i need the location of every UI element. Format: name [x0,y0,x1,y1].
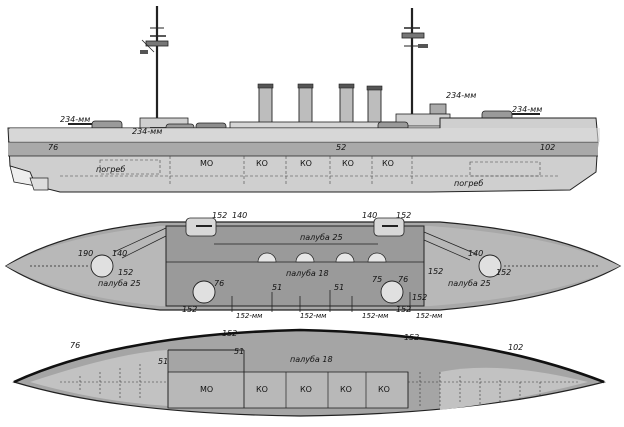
label-deck-25-left: палуба 25 [98,279,141,288]
casemate-gun-fwd-port [185,217,217,237]
label-deck-25-mid: палуба 25 [300,233,343,242]
label-51-a: 51 [158,357,168,366]
label-140-b: 140 [362,211,377,220]
uptakes [257,252,387,263]
label-76-a: 76 [214,279,224,288]
label-234mm-b: 234-мм [132,127,162,136]
barbette-aft [478,254,502,278]
label-76-b: 76 [398,275,408,284]
barbette-fwd [90,254,114,278]
barbette-aft-stbd [380,280,404,304]
label-152-h: 152 [412,293,427,302]
lower-compartment-labels: МО КО КО КО КО [200,385,390,394]
upper-deck-lines [30,227,600,267]
label-152mm-d: 152-мм [416,312,443,320]
label-234mm-a: 234-мм [60,115,90,124]
lower-deck-dashed [60,364,580,408]
label-152-f: 152 [182,305,197,314]
armour-belt [8,142,598,156]
label-152-e: 152 [428,267,443,276]
label-51-a: 51 [272,283,282,292]
label-152-c: 152 [118,268,133,277]
label-deck-18: палуба 18 [290,355,333,364]
compartment-label: КО [378,385,390,394]
side-elevation: 234-мм 234-мм 234-мм 234-мм 76 52 102 по… [7,6,600,193]
label-51-b: 51 [334,283,344,292]
label-140-c: 140 [112,249,127,258]
label-51-b: 51 [234,347,244,356]
label-140-d: 140 [468,249,483,258]
label-152-top-a: 152 [222,329,237,338]
compartment-label: КО [300,159,312,168]
label-152-top-b: 152 [404,333,419,342]
lower-deck-plan: 152 152 76 102 51 51 палуба 18 МО КО КО … [12,328,606,417]
upper-deck-plan: 152 140 140 152 палуба 25 190 140 152 па… [4,211,622,320]
label-magazine-aft: погреб [454,179,483,188]
label-deck-18: палуба 18 [286,269,329,278]
label-75: 75 [372,275,382,284]
funnels [257,83,383,125]
label-152mm-a: 152-мм [236,312,263,320]
compartment-label: КО [256,159,268,168]
side-compartment-labels: МО КО КО КО КО [200,159,394,168]
label-frame-102: 102 [540,143,555,152]
label-magazine-fwd: погреб [96,165,125,174]
fore-mast [140,6,169,118]
label-152-a: 152 [212,211,227,220]
label-152-b: 152 [396,211,411,220]
label-deck-25-right: палуба 25 [448,279,491,288]
side-compartments [60,156,560,186]
barbette-fwd-stbd [192,280,216,304]
label-frame-52: 52 [336,143,346,152]
label-152mm-b: 152-мм [300,312,327,320]
label-76: 76 [70,341,80,350]
compartment-label: МО [200,159,213,168]
lower-deck-dividers [285,372,409,408]
main-mast [401,8,428,118]
compartment-label: КО [382,159,394,168]
label-152mm-c: 152-мм [362,312,389,320]
compartment-label: КО [340,385,352,394]
label-190: 190 [78,249,93,258]
compartment-label: КО [256,385,268,394]
aft-searchlight [429,103,447,115]
label-152-g: 152 [396,305,411,314]
compartment-label: МО [200,385,213,394]
label-140-a: 140 [232,211,247,220]
compartment-label: КО [300,385,312,394]
label-234mm-c: 234-мм [446,91,476,100]
label-152-d: 152 [496,268,511,277]
casemate-gun-aft-port [373,217,405,237]
label-frame-76: 76 [48,143,58,152]
label-234mm-d: 234-мм [512,105,542,114]
label-102: 102 [508,343,523,352]
compartment-label: КО [342,159,354,168]
upper-deck-ticks [231,290,411,312]
